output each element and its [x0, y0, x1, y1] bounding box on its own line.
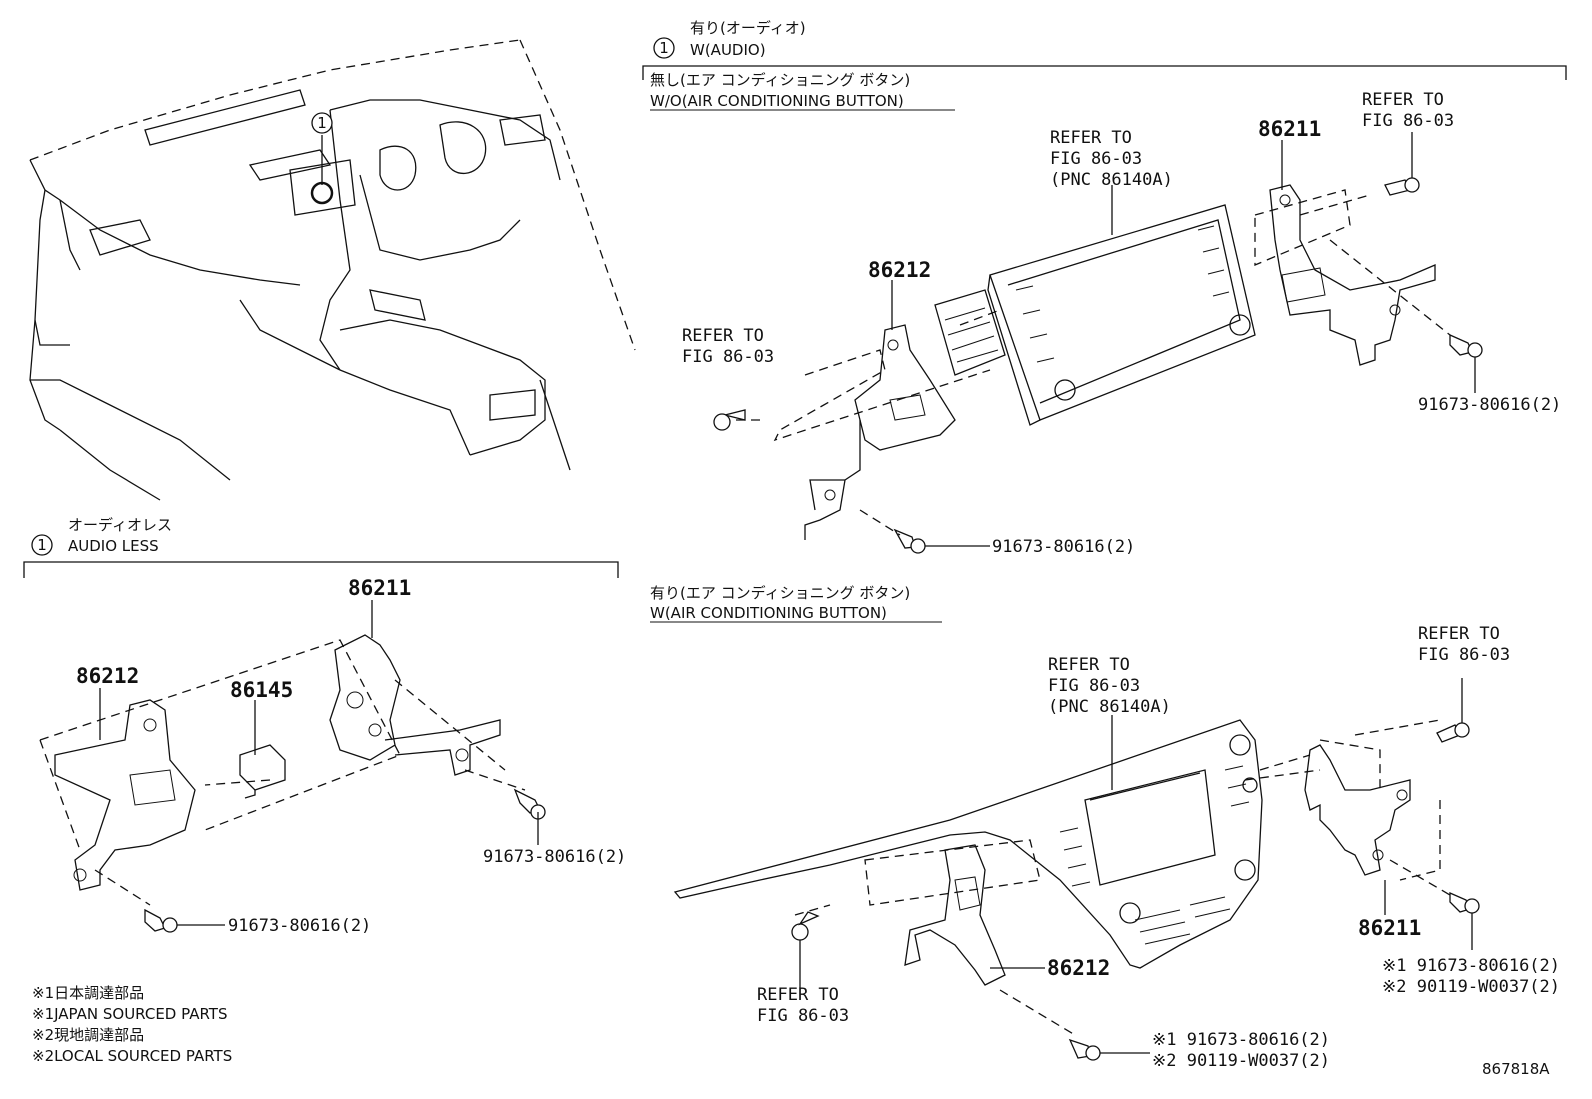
with-ac-refer-screw-rh: REFER TO: [1418, 624, 1500, 644]
legend: ※1日本調達部品 ※1JAPAN SOURCED PARTS ※2現地調達部品 …: [32, 984, 232, 1065]
with-ac-fig-screw-rh: FIG 86-03: [1418, 645, 1510, 665]
legend-line-3: ※2現地調達部品: [32, 1026, 144, 1044]
no-ac-refer-screw-lh: REFER TO: [682, 326, 764, 346]
audio-less-section: 1 オーディオレス AUDIO LESS: [23, 516, 626, 936]
no-ac-button-section: 無し(エア コンディショニング ボタン) W/O(AIR CONDITIONIN…: [650, 71, 1561, 557]
audio-less-bracket-lh-label: 86212: [76, 664, 139, 688]
audio-jp: 有り(オーディオ): [690, 19, 806, 37]
audio-less-screw-a-label: 91673-80616(2): [483, 847, 626, 867]
audio-section-header: 1 有り(オーディオ) W(AUDIO): [642, 19, 1567, 80]
audio-marker: 1: [659, 39, 669, 57]
no-ac-refer-head-unit: REFER TO: [1050, 128, 1132, 148]
with-ac-jp: 有り(エア コンディショニング ボタン): [650, 584, 910, 602]
with-ac-bracket-rh-label: 86211: [1358, 916, 1421, 940]
screw-icon: [1068, 1038, 1101, 1061]
dashboard-overview: 1: [29, 39, 636, 501]
audio-less-marker: 1: [37, 536, 47, 554]
with-ac-pnc-head-unit: (PNC 86140A): [1048, 697, 1171, 717]
legend-line-4: ※2LOCAL SOURCED PARTS: [32, 1047, 232, 1065]
no-ac-fig-screw-rh: FIG 86-03: [1362, 111, 1454, 131]
no-ac-bracket-rh-label: 86211: [1258, 117, 1321, 141]
screw-icon: [1384, 177, 1420, 196]
screw-icon: [791, 911, 820, 941]
with-ac-bracket-lh-label: 86212: [1047, 956, 1110, 980]
no-ac-bracket-lh-label: 86212: [868, 258, 931, 282]
with-ac-refer-screw-lh: REFER TO: [757, 985, 839, 1005]
with-ac-screw-rh-jp: ※1 91673-80616(2): [1382, 956, 1560, 976]
no-ac-en: W/O(AIR CONDITIONING BUTTON): [650, 92, 904, 110]
screw-icon: [144, 908, 178, 933]
screw-icon: [513, 788, 546, 820]
with-ac-screw-lh-local: ※2 90119-W0037(2): [1152, 1051, 1330, 1071]
no-ac-fig-head-unit: FIG 86-03: [1050, 149, 1142, 169]
with-ac-fig-head-unit: FIG 86-03: [1048, 676, 1140, 696]
with-ac-fig-screw-lh: FIG 86-03: [757, 1006, 849, 1026]
screw-icon: [713, 409, 746, 431]
no-ac-jp: 無し(エア コンディショニング ボタン): [650, 71, 910, 89]
no-ac-pnc-head-unit: (PNC 86140A): [1050, 170, 1173, 190]
drawing-number: 867818A: [1482, 1060, 1550, 1078]
legend-line-1: ※1日本調達部品: [32, 984, 144, 1002]
audio-less-bracket-rh-label: 86211: [348, 576, 411, 600]
no-ac-screw-rh-label: 91673-80616(2): [1418, 395, 1561, 415]
no-ac-refer-screw-rh: REFER TO: [1362, 90, 1444, 110]
screw-icon: [1449, 892, 1480, 914]
dash-marker: 1: [317, 114, 327, 132]
with-ac-en: W(AIR CONDITIONING BUTTON): [650, 604, 887, 622]
screw-icon: [893, 528, 926, 554]
with-ac-screw-rh-local: ※2 90119-W0037(2): [1382, 977, 1560, 997]
with-ac-refer-head-unit: REFER TO: [1048, 655, 1130, 675]
screw-icon: [1449, 333, 1483, 358]
audio-en: W(AUDIO): [690, 41, 766, 59]
part-86145-label: 86145: [230, 678, 293, 702]
no-ac-fig-screw-lh: FIG 86-03: [682, 347, 774, 367]
no-ac-screw-lh-label: 91673-80616(2): [992, 537, 1135, 557]
with-ac-button-section: 有り(エア コンディショニング ボタン) W(AIR CONDITIONING …: [650, 584, 1560, 1071]
with-ac-screw-lh-jp: ※1 91673-80616(2): [1152, 1030, 1330, 1050]
audio-less-en: AUDIO LESS: [68, 537, 159, 555]
audio-less-screw-b-label: 91673-80616(2): [228, 916, 371, 936]
audio-less-jp: オーディオレス: [68, 516, 172, 534]
legend-line-2: ※1JAPAN SOURCED PARTS: [32, 1005, 227, 1023]
screw-icon: [1436, 722, 1470, 743]
